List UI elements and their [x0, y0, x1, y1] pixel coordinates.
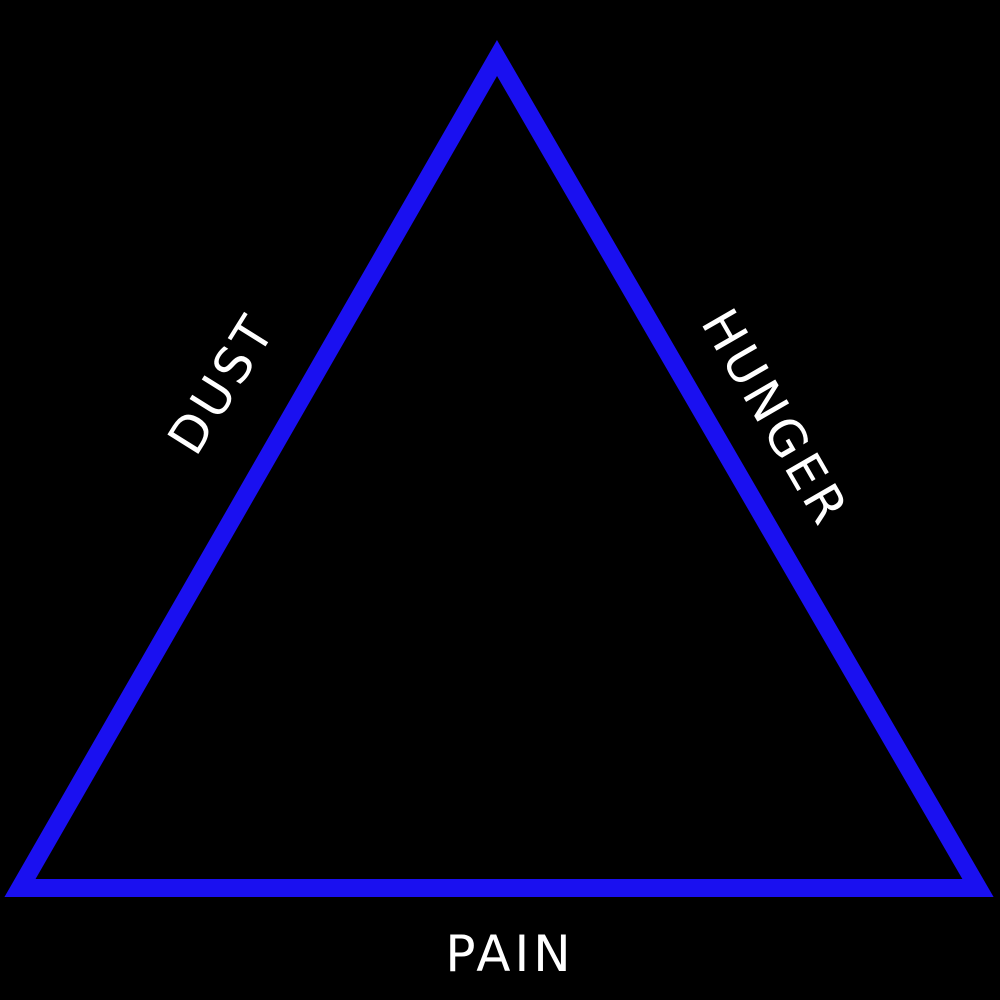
triangle-outline	[4, 39, 994, 897]
label-pain: PAIN	[445, 925, 574, 983]
